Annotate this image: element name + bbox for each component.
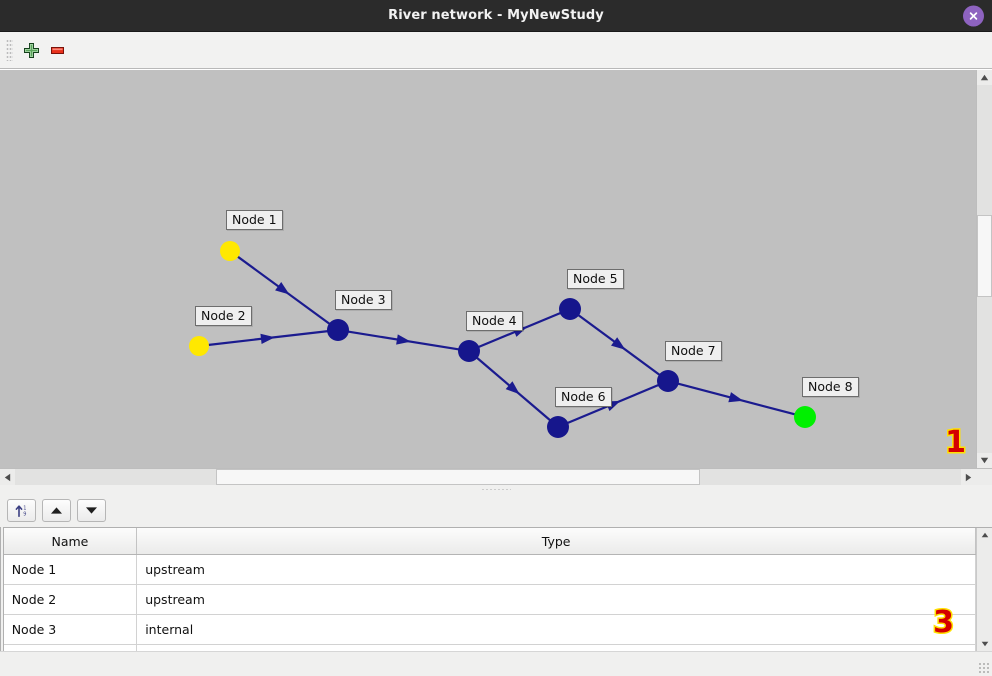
annotation-marker-3: 3 (932, 605, 956, 640)
triangle-up-icon (980, 74, 989, 81)
nodes-panel: 1 9 (0, 494, 992, 651)
svg-text:9: 9 (23, 512, 26, 518)
node-label-node2[interactable]: Node 2 (195, 306, 252, 326)
hscroll-track-right[interactable] (700, 469, 961, 485)
window-title: River network - MyNewStudy (388, 8, 604, 23)
remove-icon (50, 46, 64, 54)
scroll-left-arrow[interactable] (0, 469, 15, 485)
arrow-down-icon (85, 507, 97, 514)
scroll-track-lower[interactable] (977, 297, 992, 453)
scroll-right-arrow[interactable] (961, 469, 976, 485)
nodes-cell[interactable]: upstream (136, 584, 977, 615)
arrow-up-icon (50, 507, 62, 514)
bottom-panels: 1 9 (0, 494, 992, 651)
scroll-up-arrow[interactable] (977, 70, 992, 85)
edge-arrowhead (611, 337, 626, 350)
title-bar: River network - MyNewStudy (0, 0, 992, 32)
nodes-cell[interactable]: internal (136, 644, 977, 651)
triangle-up-icon (981, 532, 988, 538)
scroll-track-upper[interactable] (977, 85, 992, 215)
node-label-node5[interactable]: Node 5 (567, 269, 624, 289)
edge-arrowhead (396, 334, 411, 345)
triangle-down-icon (980, 457, 989, 464)
graph-node-node5[interactable] (559, 298, 581, 320)
nodes-sort-button[interactable]: 1 9 (6, 499, 36, 522)
node-label-node4[interactable]: Node 4 (466, 311, 523, 331)
close-button[interactable] (963, 5, 984, 26)
edge-arrowhead (260, 333, 275, 345)
hscroll-track-left[interactable] (15, 469, 216, 485)
nodes-move-up-button[interactable] (41, 499, 71, 522)
graph-node-node1[interactable] (220, 241, 240, 261)
nodes-toolbar: 1 9 (0, 494, 992, 527)
graph-hscroll-thumb[interactable] (216, 469, 700, 485)
edge-arrowhead (275, 282, 290, 295)
triangle-right-icon (965, 473, 972, 481)
scroll-down-arrow[interactable] (977, 453, 992, 468)
svg-text:1: 1 (23, 506, 26, 512)
nodes-cell[interactable]: Node 1 (3, 554, 138, 585)
node-label-node7[interactable]: Node 7 (665, 341, 722, 361)
graph-vertical-scrollbar[interactable] (976, 70, 992, 468)
add-icon (23, 42, 39, 58)
edge-arrowhead (505, 381, 520, 395)
graph-node-node7[interactable] (657, 370, 679, 392)
graph-node-node8[interactable] (794, 406, 816, 428)
graph-node-node2[interactable] (189, 336, 209, 356)
graph-horizontal-scrollbar[interactable] (0, 468, 992, 485)
graph-node-node4[interactable] (458, 340, 480, 362)
nodes-column-header-type[interactable]: Type (136, 528, 977, 555)
scrollbar-corner (976, 469, 992, 485)
nodes-cell[interactable]: Node 2 (3, 584, 138, 615)
sort-ascending-icon: 1 9 (15, 505, 26, 518)
graph-node-node6[interactable] (547, 416, 569, 438)
main-toolbar (0, 32, 992, 69)
network-graph-canvas[interactable]: Node 1 Node 2 Node 3 Node 4 Node 5 Node 6 Node… (0, 69, 992, 468)
nodes-move-down-button[interactable] (76, 499, 106, 522)
nodes-vertical-scrollbar[interactable] (976, 528, 992, 651)
nodes-cell[interactable]: upstream (136, 554, 977, 585)
triangle-down-icon (981, 641, 988, 647)
horizontal-splitter[interactable] (0, 485, 992, 494)
node-label-node8[interactable]: Node 8 (802, 377, 859, 397)
graph-node-node3[interactable] (327, 319, 349, 341)
network-graph (189, 241, 816, 438)
node-label-node1[interactable]: Node 1 (226, 210, 283, 230)
nodes-scroll-up-arrow[interactable] (977, 528, 992, 542)
node-label-node3[interactable]: Node 3 (335, 290, 392, 310)
toolbar-grip[interactable] (6, 39, 13, 61)
annotation-marker-1: 1 (944, 425, 968, 460)
window-resize-grip[interactable] (978, 662, 989, 673)
delete-node-button[interactable] (44, 37, 70, 63)
graph-vscroll-thumb[interactable] (977, 215, 992, 297)
nodes-cell[interactable]: internal (136, 614, 977, 645)
node-label-node6[interactable]: Node 6 (555, 387, 612, 407)
nodes-scroll-down-arrow[interactable] (977, 637, 992, 651)
nodes-table-row[interactable]: Node 4internal (3, 644, 977, 651)
triangle-left-icon (4, 473, 11, 481)
add-node-button[interactable] (18, 37, 44, 63)
close-icon (969, 11, 978, 20)
edge-arrowhead (728, 392, 744, 403)
nodes-cell[interactable]: Node 4 (3, 644, 138, 651)
nodes-column-header-name[interactable]: Name (3, 528, 138, 555)
splitter-handle-dots (481, 488, 511, 491)
status-bar (0, 651, 992, 676)
nodes-cell[interactable]: Node 3 (3, 614, 138, 645)
